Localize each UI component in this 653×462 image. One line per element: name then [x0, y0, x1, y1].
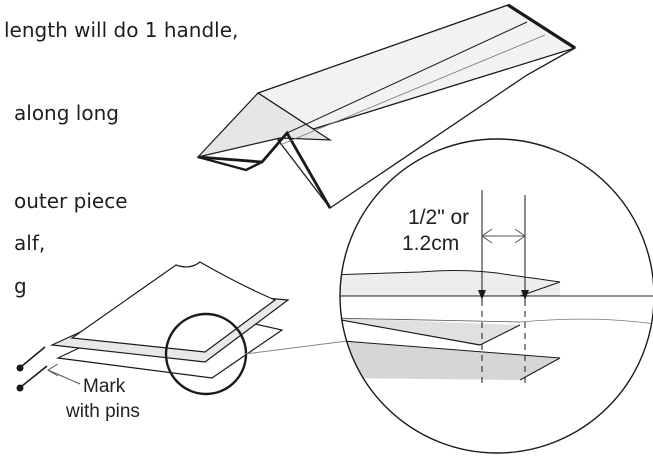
pins-label: with pins	[65, 401, 140, 422]
mark-arrow-icon	[47, 363, 81, 385]
zoom-detail: 1/2" or 1.2cm	[339, 138, 653, 454]
measurement-label-line-2: 1.2cm	[402, 232, 459, 255]
dimension-arrow-icon	[481, 228, 526, 244]
mark-label: Mark	[83, 376, 126, 397]
instruction-line-4: alf,	[14, 231, 45, 255]
pin-icon	[16, 346, 46, 372]
instruction-line-1: length will do 1 handle,	[4, 18, 238, 42]
layered-sheets-illustration: Mark with pins	[16, 261, 290, 422]
instruction-line-5: g	[14, 274, 27, 298]
pin-icon	[16, 365, 48, 392]
instruction-line-3: outer piece	[14, 189, 128, 213]
measurement-label-line-1: 1/2" or	[408, 206, 469, 229]
folded-strip-illustration	[196, 3, 577, 209]
zoom-connector	[244, 339, 356, 355]
instruction-line-2: along long	[14, 101, 119, 125]
